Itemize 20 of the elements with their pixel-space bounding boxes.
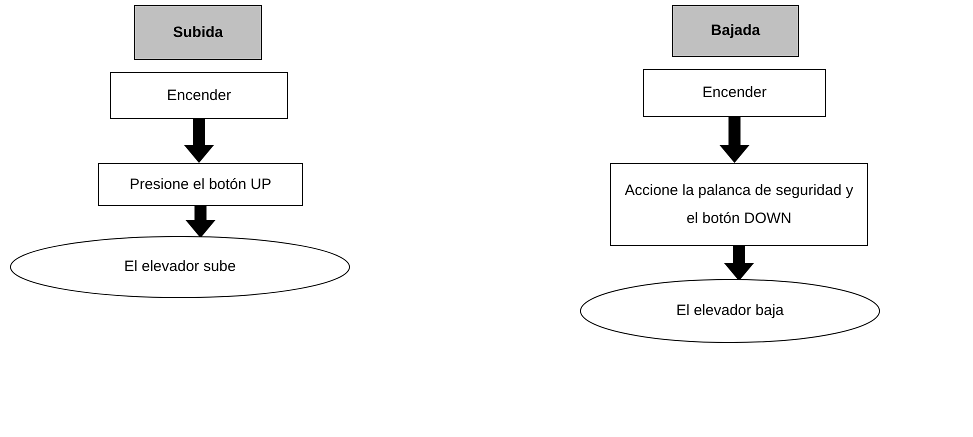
arrow (720, 117, 750, 163)
process-box (610, 163, 868, 246)
arrow (186, 206, 216, 238)
node-text: El elevador sube (124, 257, 236, 277)
node-text: El elevador baja (676, 301, 784, 321)
node-text: Bajada (710, 21, 760, 41)
process-box (98, 163, 303, 206)
heading-box (672, 5, 799, 57)
heading-box (134, 5, 262, 60)
arrow (724, 246, 754, 281)
terminal-ellipse (580, 279, 880, 343)
process-box (110, 72, 288, 119)
node-text: Accione la palanca de seguridad y el botón DOWN (624, 180, 854, 228)
node-text: Presione el botón UP (130, 174, 272, 194)
arrow (184, 119, 214, 163)
node-text: Encender (166, 86, 232, 106)
terminal-ellipse (10, 236, 350, 298)
node-text: Subida (172, 22, 223, 42)
process-box (643, 69, 826, 117)
node-text: Encender (702, 83, 767, 103)
